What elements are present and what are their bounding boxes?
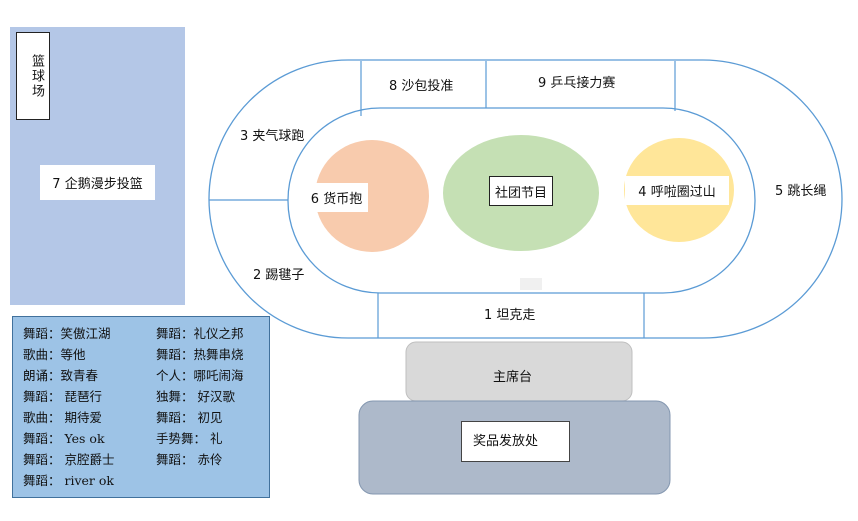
- program-item: 歌曲： 期待爱: [23, 410, 102, 425]
- track-dividers: [209, 61, 676, 338]
- program-row: 舞蹈： 京腔爵士 舞蹈： 赤伶: [23, 448, 269, 469]
- station-6: 6 货币抱: [305, 183, 368, 212]
- program-item: 朗诵：致青春: [23, 368, 99, 383]
- program-item: 独舞： 好汉歌: [156, 389, 235, 404]
- station-9: 9 乒乓接力赛: [538, 76, 616, 91]
- program-row: 朗诵：致青春 个人：哪吒闹海: [23, 364, 269, 385]
- prize-label: 奖品发放处: [461, 421, 570, 462]
- center-program: 社团节目: [489, 176, 553, 206]
- station-4: 4 呼啦圈过山: [625, 176, 729, 205]
- program-row: 歌曲：等他 舞蹈：热舞串烧: [23, 343, 269, 364]
- program-item: 舞蹈： 琵琶行: [23, 389, 102, 404]
- program-row: 歌曲： 期待爱 舞蹈： 初见: [23, 406, 269, 427]
- program-item: 舞蹈： 京腔爵士: [23, 452, 115, 467]
- station-8: 8 沙包投准: [389, 79, 454, 94]
- program-item: 舞蹈： 初见: [156, 410, 223, 425]
- program-row: 舞蹈： 琵琶行 独舞： 好汉歌: [23, 385, 269, 406]
- program-item: 舞蹈： 赤伶: [156, 452, 223, 467]
- station-3: 3 夹气球跑: [240, 129, 305, 144]
- court-title: 篮球场: [16, 32, 50, 120]
- station-1: 1 坦克走: [484, 308, 536, 323]
- station-2: 2 踢毽子: [253, 268, 305, 283]
- program-item: 舞蹈：笑傲江湖: [23, 326, 111, 341]
- program-item: 歌曲：等他: [23, 347, 86, 362]
- program-list: 舞蹈：笑傲江湖 舞蹈：礼仪之邦 歌曲：等他 舞蹈：热舞串烧 朗诵：致青春 个人：哪吒闹…: [12, 316, 270, 498]
- station-5: 5 跳长绳: [775, 184, 827, 199]
- orange-circle: [315, 140, 429, 252]
- program-item: 舞蹈：热舞串烧: [156, 347, 244, 362]
- program-item: 舞蹈：礼仪之邦: [156, 326, 244, 341]
- court-label: 7 企鹅漫步投篮: [40, 165, 155, 200]
- program-item: 舞蹈： Yes ok: [23, 431, 105, 446]
- program-item: 舞蹈： river ok: [23, 473, 114, 488]
- program-item: 个人：哪吒闹海: [156, 368, 244, 383]
- program-row: 舞蹈： Yes ok 手势舞： 礼: [23, 427, 269, 448]
- program-row: 舞蹈： river ok: [23, 469, 269, 490]
- stage-label: 主席台: [493, 370, 533, 385]
- program-row: 舞蹈：笑傲江湖 舞蹈：礼仪之邦: [23, 322, 269, 343]
- program-item: 手势舞： 礼: [156, 431, 223, 446]
